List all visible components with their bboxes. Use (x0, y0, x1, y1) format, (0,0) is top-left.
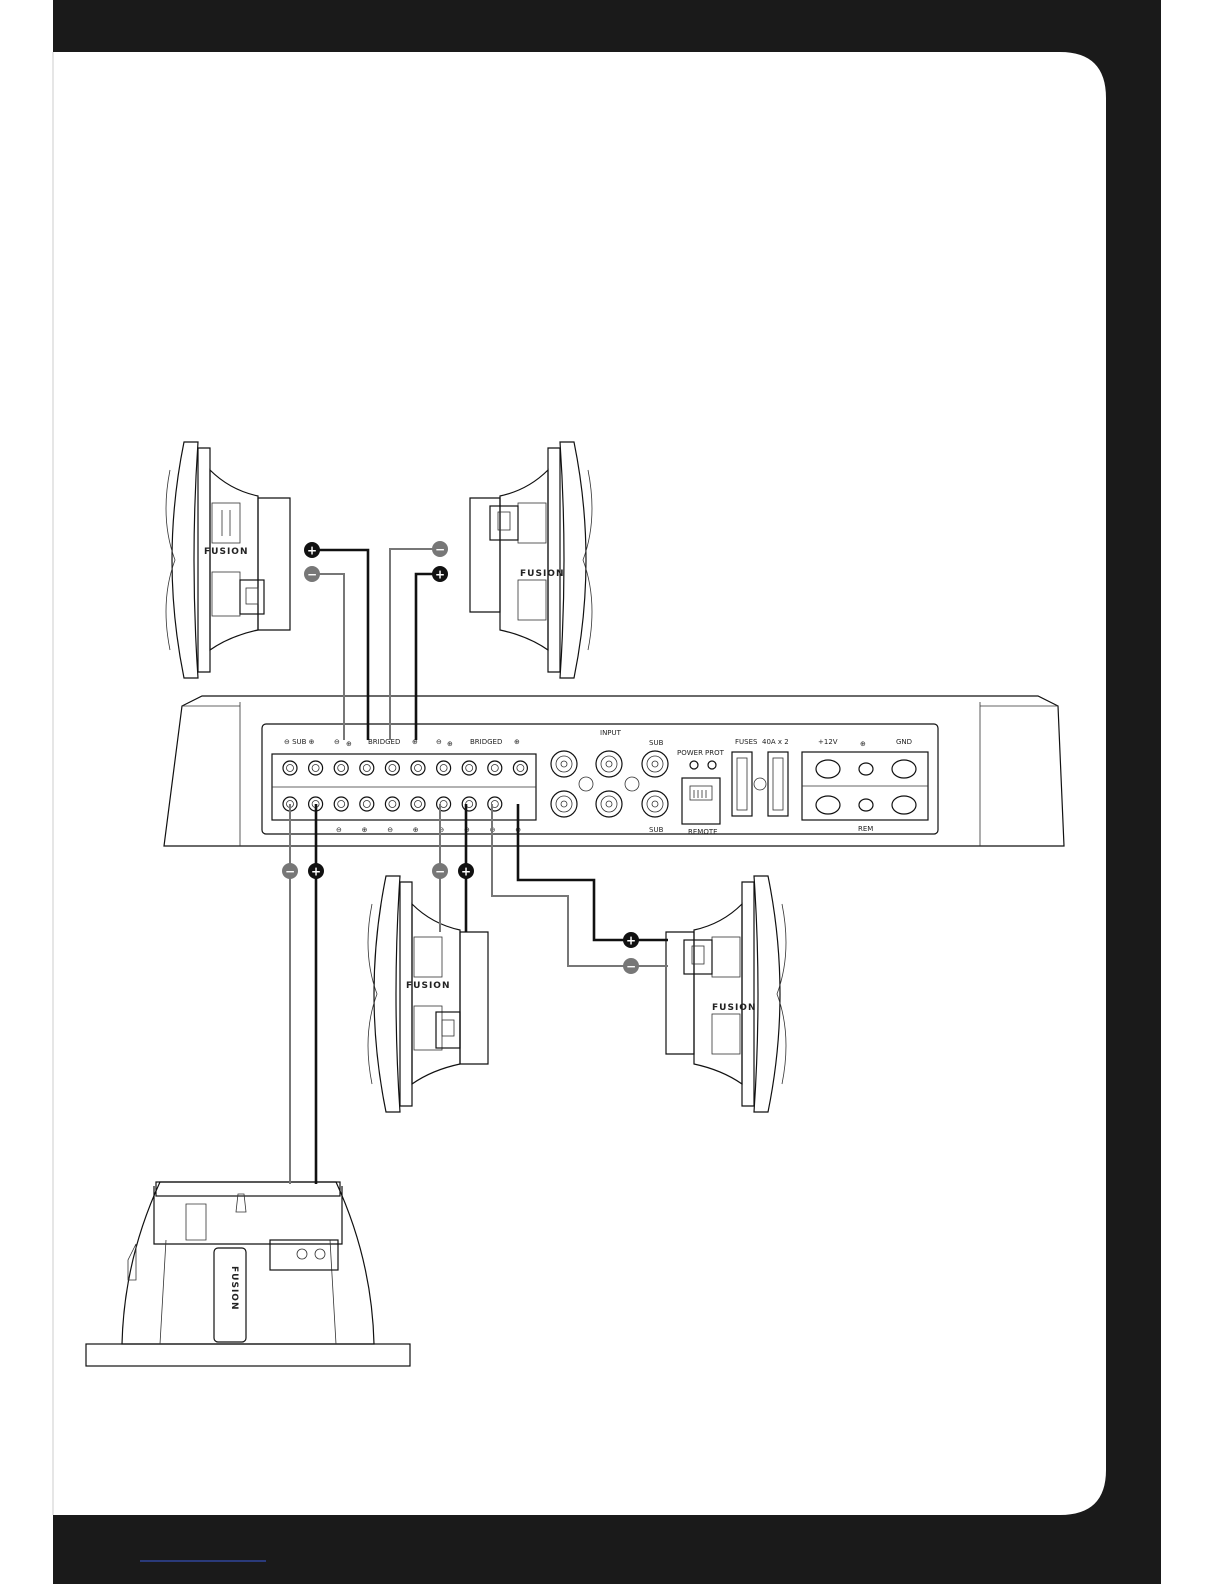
wire-front-left-positive (312, 550, 368, 740)
label-terminal-minus: ⊖ (436, 738, 442, 746)
label-input: INPUT (600, 729, 622, 737)
label-fuses: FUSES (735, 738, 758, 746)
label-fuse-rating: 40A x 2 (762, 738, 789, 746)
negative-marker-icon: − (282, 863, 298, 879)
terminal-screw-top (360, 761, 374, 775)
positive-marker-icon: + (304, 542, 320, 558)
speaker-front-right: FUSION (470, 442, 592, 678)
terminal-screw-top (437, 761, 451, 775)
label-pos-terminal: ⊕ (346, 740, 352, 748)
speaker-terminal-block (283, 761, 527, 811)
terminal-screw-top (334, 761, 348, 775)
speaker-front-left: FUSION (166, 442, 290, 678)
power-led (690, 761, 698, 769)
terminal-polarity-sign: ⊖ (387, 826, 393, 834)
polarity-symbol: − (435, 543, 445, 557)
terminal-screw-bottom (462, 797, 476, 811)
label-terminal-plus-right: ⊕ (514, 738, 520, 746)
label-power: POWER (677, 749, 703, 757)
subwoofer: FUSION (86, 1182, 410, 1366)
terminal-screw-bottom (437, 797, 451, 811)
wire-front-left-negative (312, 574, 344, 740)
label-sub-terminals: ⊖ SUB ⊕ (284, 738, 315, 746)
fuse-holders (732, 752, 788, 816)
label-bridged-left: BRIDGED (368, 738, 400, 746)
terminal-polarity-row: ⊖⊕⊖⊕⊖⊕⊖⊕ (336, 826, 521, 834)
speaker-brand-label: FUSION (520, 569, 564, 579)
positive-marker-icon: + (308, 863, 324, 879)
speaker-brand-label: FUSION (406, 981, 450, 991)
terminal-screw-top (513, 761, 527, 775)
negative-marker-icon: − (432, 541, 448, 557)
amplifier: ⊖ SUB ⊕ ⊖ ⊕ BRIDGED ⊕ ⊖ ⊕ BRIDGED ⊕ ⊖ ⊕ ⊖ ⊕… (164, 696, 1064, 846)
label-neg-terminal: ⊖ (334, 738, 340, 746)
polarity-markers: + − − + − + − + + − (282, 541, 639, 974)
positive-marker-icon: + (458, 863, 474, 879)
polarity-symbol: + (435, 568, 445, 582)
label-terminal-plus-large: ⊕ (447, 740, 453, 748)
speaker-rear-right: FUSION (666, 876, 786, 1112)
terminal-screw-bottom (360, 797, 374, 811)
polarity-symbol: − (307, 568, 317, 582)
label-plus12v: +12V (818, 738, 838, 746)
wire-front-right-positive (416, 574, 440, 740)
prot-led (708, 761, 716, 769)
label-rem: REM (858, 825, 873, 833)
terminal-screw-bottom (334, 797, 348, 811)
negative-marker-icon: − (304, 566, 320, 582)
wire-rear-right-positive (518, 804, 668, 940)
label-sub-bottom: SUB (649, 826, 664, 834)
terminal-screw-bottom (411, 797, 425, 811)
terminal-screw-top (462, 761, 476, 775)
terminal-polarity-sign: ⊖ (336, 826, 342, 834)
rca-inputs (551, 751, 668, 817)
speaker-brand-label: FUSION (712, 1003, 756, 1013)
speaker-wires (290, 549, 668, 1184)
terminal-screw-top (411, 761, 425, 775)
speaker-rear-left: FUSION (368, 876, 488, 1112)
positive-marker-icon: + (623, 932, 639, 948)
ground-symbol: ⊕ (860, 740, 866, 748)
label-prot: PROT (705, 749, 725, 757)
terminal-screw-top (488, 761, 502, 775)
terminal-screw-top (283, 761, 297, 775)
terminal-screw-top (309, 761, 323, 775)
label-sub-top: SUB (649, 739, 664, 747)
label-bridged-right: BRIDGED (470, 738, 502, 746)
terminal-polarity-sign: ⊕ (362, 826, 368, 834)
polarity-symbol: − (626, 960, 636, 974)
polarity-symbol: + (461, 865, 471, 879)
remote-port (682, 778, 720, 824)
polarity-symbol: + (626, 934, 636, 948)
positive-marker-icon: + (432, 566, 448, 582)
negative-marker-icon: − (432, 863, 448, 879)
polarity-symbol: + (307, 544, 317, 558)
power-terminal-block (802, 752, 928, 820)
polarity-symbol: + (311, 865, 321, 879)
subwoofer-brand-label: FUSION (229, 1266, 239, 1310)
terminal-polarity-sign: ⊕ (413, 826, 419, 834)
terminal-screw-bottom (385, 797, 399, 811)
terminal-screw-top (385, 761, 399, 775)
polarity-symbol: − (435, 865, 445, 879)
label-gnd: GND (896, 738, 912, 746)
label-remote: REMOTE (688, 828, 718, 836)
negative-marker-icon: − (623, 958, 639, 974)
speaker-brand-label: FUSION (204, 547, 248, 557)
terminal-screw-bottom (488, 797, 502, 811)
polarity-symbol: − (285, 865, 295, 879)
